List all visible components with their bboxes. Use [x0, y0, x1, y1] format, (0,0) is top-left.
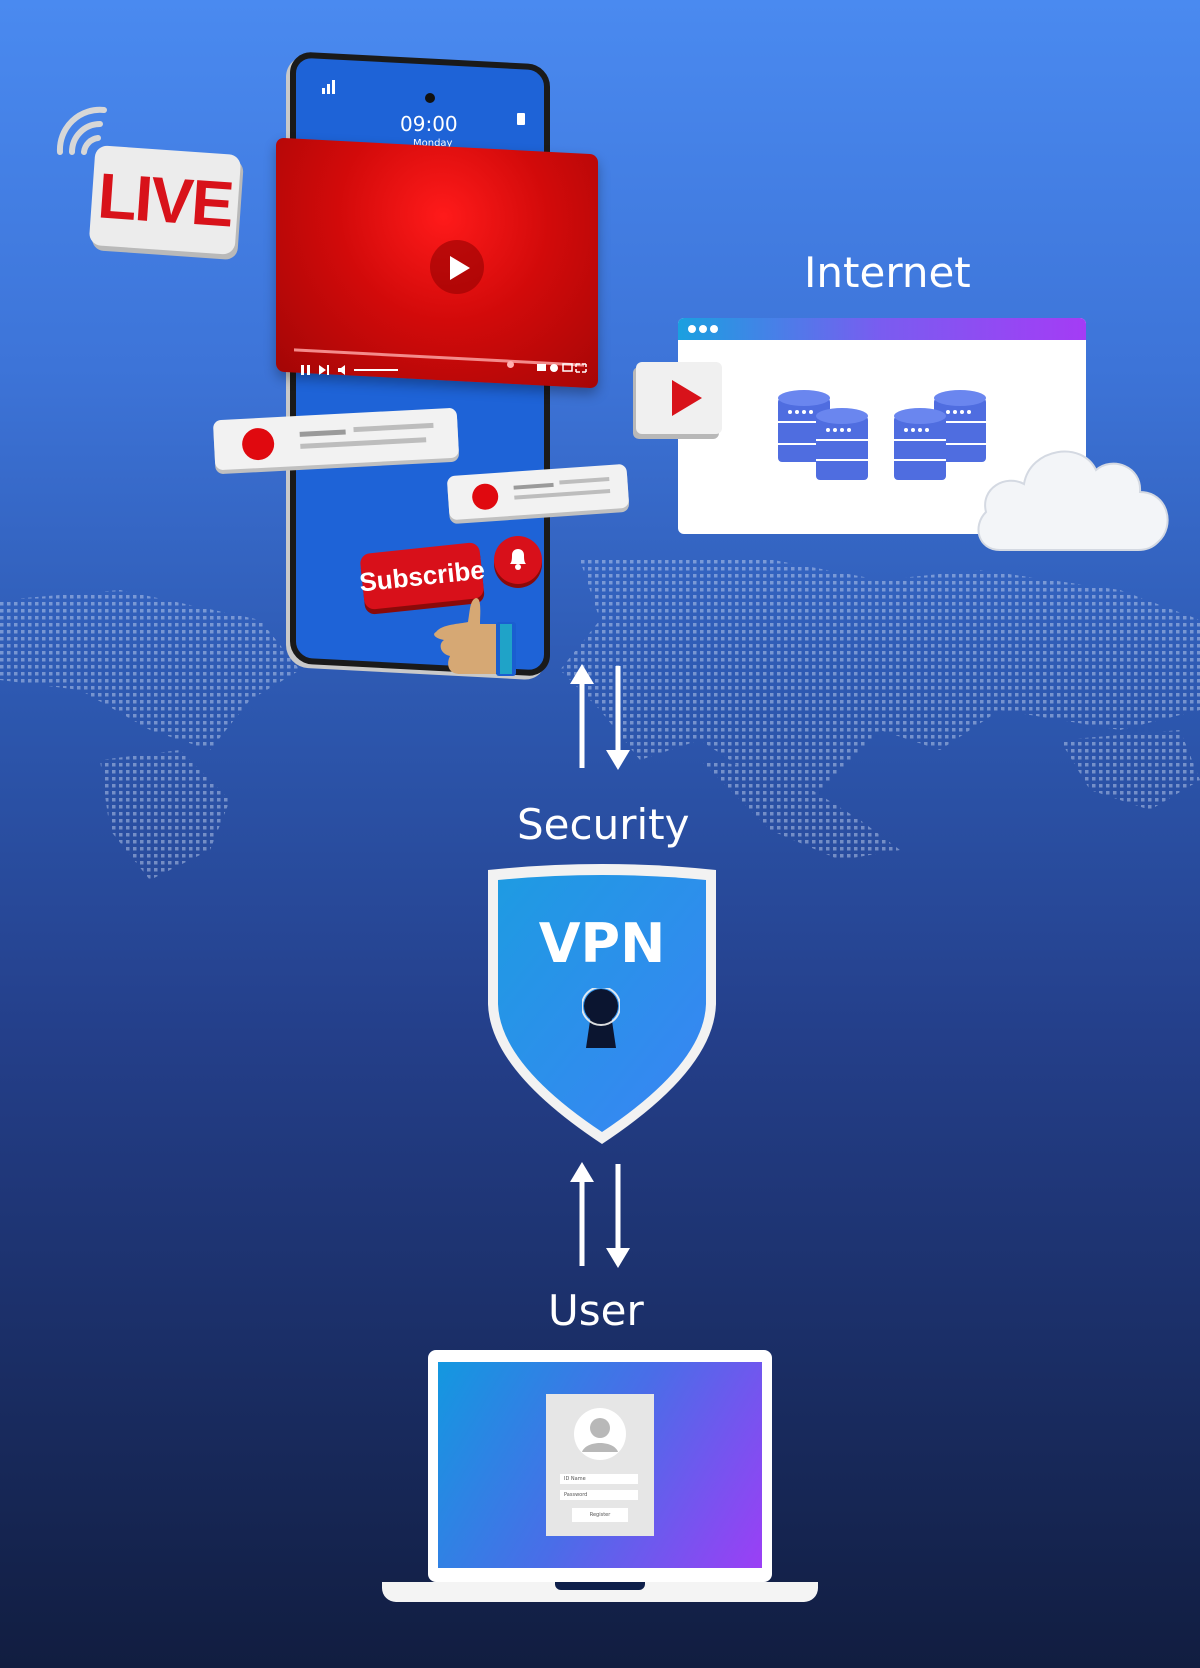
- phone-day: Monday: [413, 138, 453, 149]
- video-progress-handle[interactable]: [507, 361, 514, 368]
- keyhole-icon: [582, 988, 620, 1048]
- window-dots-icon: [688, 325, 718, 333]
- browser-title-bar: [678, 318, 1086, 340]
- cloud-icon: [977, 450, 1169, 551]
- user-avatar-icon: [574, 1408, 626, 1460]
- password-field[interactable]: Password: [560, 1490, 638, 1500]
- arrows-up-down-icon: [570, 664, 630, 770]
- live-badge: LIVE: [88, 145, 242, 255]
- wifi-icon: [56, 106, 107, 155]
- database-icon: [894, 390, 986, 480]
- login-form: ID Name Password Register: [546, 1394, 654, 1536]
- subscribe-label: Subscribe: [357, 554, 487, 597]
- laptop-notch: [555, 1582, 645, 1590]
- vpn-label: VPN: [538, 912, 666, 975]
- volume-icon[interactable]: [337, 364, 349, 376]
- pause-icon[interactable]: [300, 364, 312, 376]
- play-icon[interactable]: [448, 254, 472, 282]
- database-icon: [778, 390, 868, 480]
- register-button[interactable]: Register: [572, 1508, 628, 1522]
- settings-controls-icon[interactable]: [536, 362, 588, 374]
- battery-icon: [517, 113, 525, 125]
- signal-icon: [322, 80, 335, 94]
- live-label: LIVE: [95, 159, 235, 241]
- volume-slider[interactable]: [354, 369, 398, 371]
- laptop-base: [382, 1582, 818, 1602]
- thumbs-up-icon: [434, 598, 516, 676]
- world-map: [0, 560, 1200, 880]
- bell-icon[interactable]: [506, 546, 530, 572]
- play-icon: [672, 380, 702, 416]
- id-name-field[interactable]: ID Name: [560, 1474, 638, 1484]
- arrows-up-down-icon: [570, 1162, 630, 1268]
- internet-label: Internet: [804, 248, 971, 297]
- phone-time: 09:00: [400, 112, 458, 136]
- security-label: Security: [517, 800, 690, 849]
- user-label: User: [548, 1286, 644, 1335]
- camera-icon: [425, 93, 435, 103]
- next-icon[interactable]: [318, 364, 330, 376]
